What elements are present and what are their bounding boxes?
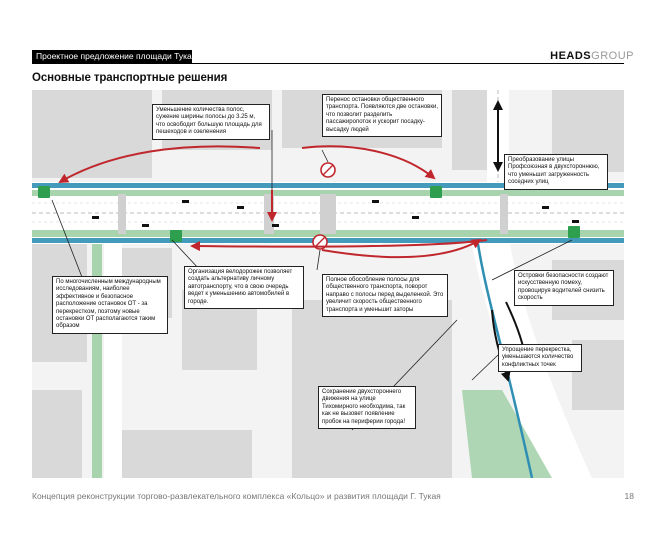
vehicles	[92, 200, 579, 227]
callout-intersection: Упрощение перекрестка, уменьшаются колич…	[498, 344, 582, 373]
page-title: Основные транспортные решения	[32, 72, 228, 84]
footer-caption: Концепция реконструкции торгово-развлека…	[32, 491, 441, 501]
callout-bike-lanes: Организация велодорожек позволяет создат…	[184, 266, 304, 310]
callout-bus-lane: Полное обособление полосы для общественн…	[322, 274, 448, 318]
bus-stop-icons	[38, 186, 580, 242]
callout-stop-research: По многочисленным международным исследов…	[52, 276, 168, 334]
logo-bold: HEADS	[550, 50, 592, 62]
logo-light: GROUP	[591, 50, 634, 62]
callout-tikhomirnova: Сохранение двухстороннего движения на ул…	[318, 386, 416, 430]
project-label: Проектное предложение площади Тукая	[32, 50, 192, 63]
heads-group-logo: HEADSGROUP	[550, 50, 634, 62]
direction-arrows	[58, 145, 488, 259]
page-number: 18	[624, 491, 634, 501]
header-divider	[32, 63, 624, 64]
callout-lane-reduction: Уменьшение количества полос, сужение шир…	[152, 104, 270, 140]
callout-two-way-street: Преобразование улицы Профсоюзная в двухс…	[504, 154, 608, 190]
no-parking-icons	[312, 162, 336, 250]
callout-stop-relocation: Перенос остановки общественного транспор…	[322, 94, 442, 138]
transport-map: Уменьшение количества полос, сужение шир…	[32, 90, 624, 478]
callout-safety-islands: Островки безопасности создают искусствен…	[514, 270, 614, 306]
